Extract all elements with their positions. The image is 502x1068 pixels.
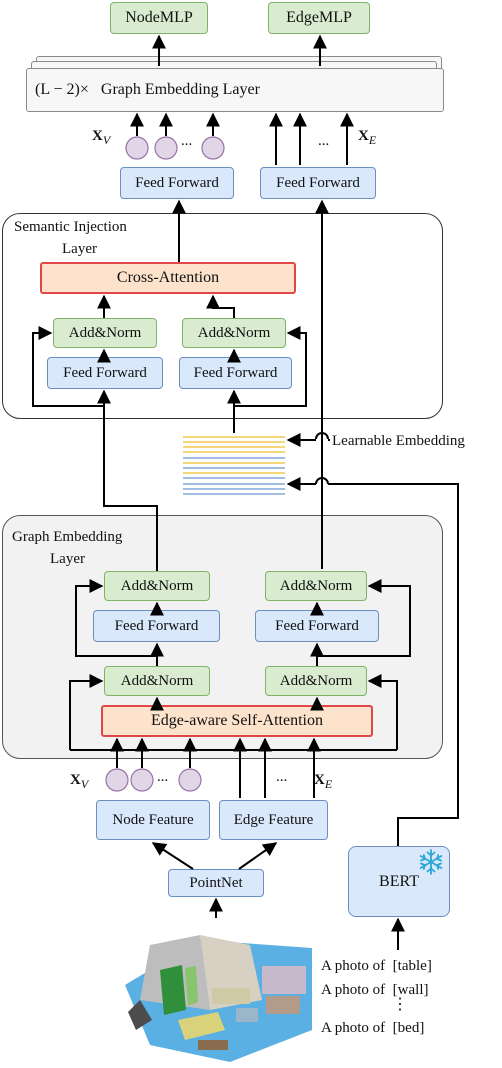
- learnable-embedding-label: Learnable Embedding: [332, 433, 465, 449]
- node-feature-label: Node Feature: [112, 811, 194, 828]
- semantic-ff-left-label: Feed Forward: [63, 364, 147, 381]
- edge-aware-self-attention-box: Edge-aware Self-Attention: [101, 705, 373, 737]
- graph-addnorm-bottom-right-label: Add&Norm: [279, 672, 353, 689]
- pointnet-box: PointNet: [168, 869, 264, 897]
- graph-addnorm-bottom-left-label: Add&Norm: [120, 672, 194, 689]
- cross-attention-box: Cross-Attention: [40, 262, 296, 294]
- bottom-node-token-3: [178, 768, 202, 792]
- bottom-node-dots: ...: [157, 769, 169, 785]
- edge-attention-label: Edge-aware Self-Attention: [151, 712, 323, 729]
- semantic-addnorm-left-label: Add&Norm: [68, 324, 142, 341]
- semantic-addnorm-right-label: Add&Norm: [197, 324, 271, 341]
- semantic-title-line2: Layer: [62, 241, 97, 257]
- snowflake-icon: [417, 848, 445, 876]
- semantic-addnorm-right: Add&Norm: [182, 318, 286, 348]
- stack-label: (L − 2)× Graph Embedding Layer: [35, 81, 260, 98]
- top-node-token-3: [201, 136, 225, 160]
- prompt-table: A photo of [table]: [321, 958, 432, 974]
- bottom-edge-dots: ...: [276, 769, 288, 785]
- semantic-title-line1: Semantic Injection: [14, 219, 127, 235]
- bert-label: BERT: [379, 872, 419, 890]
- top-xe-label: XE: [358, 128, 376, 148]
- top-xe-symbol: X: [358, 128, 369, 144]
- bottom-node-token-1: [105, 768, 129, 792]
- edge-feature-box: Edge Feature: [219, 800, 328, 840]
- graph-addnorm-top-right-label: Add&Norm: [279, 577, 353, 594]
- top-xe-subscript: E: [368, 133, 377, 147]
- top-xv-subscript: V: [102, 133, 111, 147]
- bottom-xv-subscript: V: [80, 777, 89, 791]
- prompt-wall: A photo of [wall]: [321, 982, 429, 998]
- edge-feature-label: Edge Feature: [233, 811, 314, 828]
- bottom-xv-symbol: X: [70, 772, 81, 788]
- top-node-dots: ...: [181, 133, 193, 149]
- semantic-addnorm-left: Add&Norm: [53, 318, 157, 348]
- prompt-bed: A photo of [bed]: [321, 1020, 425, 1036]
- node-feature-box: Node Feature: [96, 800, 210, 840]
- top-ff-left-label: Feed Forward: [135, 174, 219, 191]
- edge-mlp-box: EdgeMLP: [268, 2, 370, 34]
- bottom-xe-label: XE: [314, 772, 332, 792]
- bottom-node-token-2: [130, 768, 154, 792]
- pointnet-label: PointNet: [189, 874, 243, 891]
- graph-title-line2: Layer: [50, 551, 85, 567]
- node-mlp-label: NodeMLP: [125, 9, 193, 26]
- graph-panel-title: Graph Embedding Layer: [12, 526, 122, 570]
- top-ff-right-label: Feed Forward: [276, 174, 360, 191]
- graph-feed-forward-left: Feed Forward: [93, 610, 220, 642]
- bottom-xe-symbol: X: [314, 772, 325, 788]
- semantic-ff-right-label: Feed Forward: [193, 364, 278, 381]
- top-node-token-2: [154, 136, 178, 160]
- top-feed-forward-right: Feed Forward: [260, 167, 376, 199]
- learnable-embedding-stack: [183, 436, 285, 495]
- prompt-vdots: ⋮: [392, 996, 408, 1013]
- graph-addnorm-top-left-label: Add&Norm: [120, 577, 194, 594]
- top-feed-forward-left: Feed Forward: [120, 167, 234, 199]
- graph-addnorm-top-right: Add&Norm: [265, 571, 367, 601]
- top-xv-symbol: X: [92, 128, 103, 144]
- stacked-graph-embedding-layer: (L − 2)× Graph Embedding Layer: [26, 68, 444, 112]
- point-cloud-scene: [125, 935, 312, 1062]
- bottom-xe-subscript: E: [324, 777, 333, 791]
- graph-ff-right-label: Feed Forward: [275, 617, 359, 634]
- graph-title-line1: Graph Embedding: [12, 529, 123, 545]
- graph-addnorm-bottom-right: Add&Norm: [265, 666, 367, 696]
- graph-addnorm-bottom-left: Add&Norm: [104, 666, 210, 696]
- graph-ff-left-label: Feed Forward: [114, 617, 199, 634]
- graph-addnorm-top-left: Add&Norm: [104, 571, 210, 601]
- node-mlp-box: NodeMLP: [110, 2, 208, 34]
- cross-attention-label: Cross-Attention: [116, 269, 220, 286]
- semantic-panel-title: Semantic Injection Layer: [14, 216, 127, 260]
- top-node-token-1: [125, 136, 149, 160]
- top-edge-dots: ...: [318, 133, 330, 149]
- bottom-xv-label: XV: [70, 772, 88, 792]
- bert-box: BERT: [348, 846, 450, 917]
- edge-mlp-label: EdgeMLP: [286, 9, 352, 26]
- top-xv-label: XV: [92, 128, 110, 148]
